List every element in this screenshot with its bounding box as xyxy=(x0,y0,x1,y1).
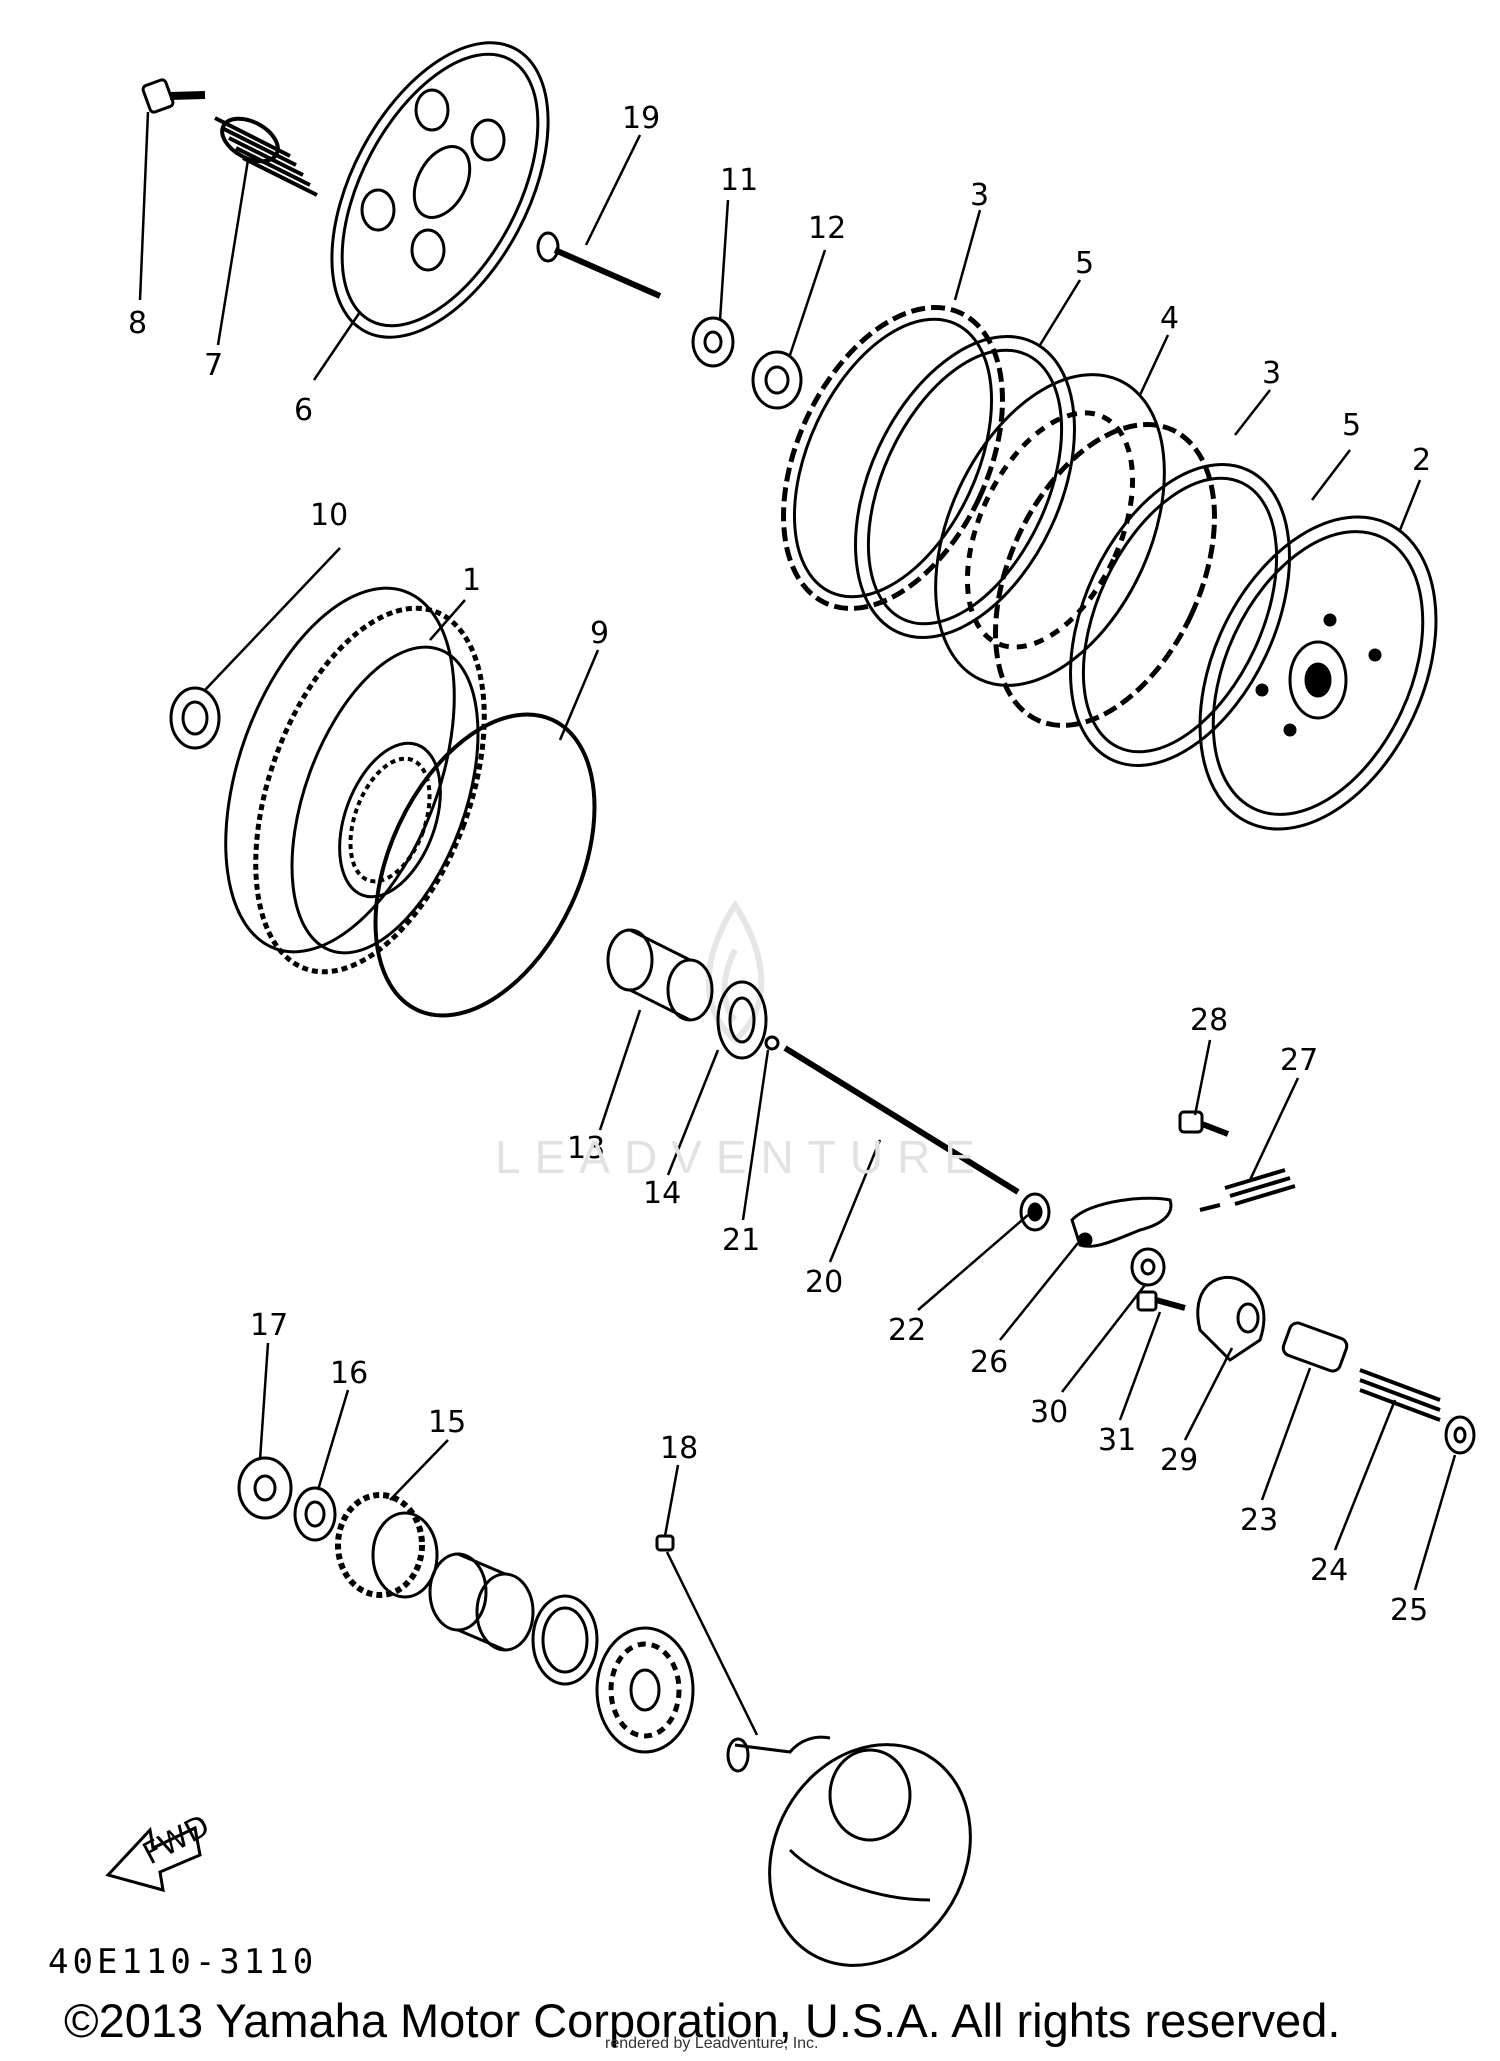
callout-19: 19 xyxy=(622,101,660,136)
part-26-push-lever xyxy=(1070,1196,1173,1248)
diagram-code: 40E110-3110 xyxy=(48,1942,318,1982)
part-1-clutch-housing xyxy=(224,586,487,975)
part-4-clutch-plate-splined xyxy=(934,373,1166,687)
callout-9: 9 xyxy=(590,616,609,651)
part-27-spring xyxy=(1199,1168,1296,1212)
rendered-by-credit: rendered by Leadventure, Inc. xyxy=(605,2035,819,2052)
callout-11: 11 xyxy=(720,163,758,198)
part-29-adjuster-housing xyxy=(1196,1275,1266,1362)
callout-10: 10 xyxy=(310,498,348,533)
fwd-arrow-icon xyxy=(105,1825,202,1893)
callout-14: 14 xyxy=(643,1176,681,1211)
part-22-oil-seal xyxy=(1019,1192,1051,1232)
part-8-bolt xyxy=(141,78,206,114)
ball-bearing xyxy=(595,1626,695,1754)
callout-4: 4 xyxy=(1160,301,1179,336)
part-6-pressure-plate xyxy=(330,41,550,339)
callout-2: 2 xyxy=(1412,443,1431,478)
callout-24: 24 xyxy=(1310,1553,1348,1588)
part-30-nut xyxy=(1130,1247,1166,1287)
part-23-adjusting-screw xyxy=(1281,1321,1349,1373)
part-15-primary-drive-gear xyxy=(335,1492,439,1599)
part-16-washer xyxy=(293,1486,337,1542)
callout-27: 27 xyxy=(1280,1043,1318,1078)
callout-15: 15 xyxy=(428,1405,466,1440)
callout-17: 17 xyxy=(250,1308,288,1343)
callout-8: 8 xyxy=(128,306,147,341)
callout-26: 26 xyxy=(970,1345,1008,1380)
part-5-clutch-plate-front xyxy=(854,335,1076,639)
part-17-nut xyxy=(237,1456,293,1520)
part-12-washer xyxy=(751,350,803,410)
bearing-race xyxy=(531,1594,599,1686)
fwd-label: FWD xyxy=(137,1808,215,1872)
callout-21: 21 xyxy=(722,1223,760,1258)
part-20-push-rod xyxy=(783,1045,1020,1195)
part-13-spacer xyxy=(606,928,714,1022)
part-25-lock-nut xyxy=(1444,1415,1476,1455)
watermark-text: LEADVENTURE xyxy=(495,1131,989,1183)
callout-5a: 5 xyxy=(1075,246,1094,281)
part-3-friction-plate-rear xyxy=(993,422,1217,728)
part-31-screw xyxy=(1136,1290,1186,1312)
callout-30: 30 xyxy=(1030,1395,1068,1430)
copyright-notice: ©2013 Yamaha Motor Corporation, U.S.A. A… xyxy=(64,1994,1341,2047)
collar xyxy=(428,1552,535,1652)
callout-12: 12 xyxy=(808,211,846,246)
callout-7: 7 xyxy=(204,348,223,383)
callout-1: 1 xyxy=(462,563,481,598)
part-10-thrust-washer xyxy=(169,686,221,750)
callout-16: 16 xyxy=(330,1356,368,1391)
callout-22: 22 xyxy=(888,1313,926,1348)
crankshaft xyxy=(726,1735,972,1967)
part-3-friction-plate-front-inner xyxy=(792,317,994,599)
callout-23: 23 xyxy=(1240,1503,1278,1538)
part-7-clutch-spring xyxy=(214,116,318,197)
callout-5b: 5 xyxy=(1342,408,1361,443)
callout-31: 31 xyxy=(1098,1423,1136,1458)
part-24-adjuster-spring xyxy=(1359,1368,1441,1422)
callout-20: 20 xyxy=(805,1265,843,1300)
part-5-clutch-plate-rear xyxy=(1069,463,1291,767)
callout-6: 6 xyxy=(294,393,313,428)
leader-lines xyxy=(138,111,1457,1736)
callout-29: 29 xyxy=(1160,1443,1198,1478)
part-2-clutch-boss xyxy=(1198,515,1438,831)
part-21-ball xyxy=(764,1035,780,1051)
part-3-friction-plate-front xyxy=(781,305,1005,611)
part-11-nut xyxy=(691,316,735,368)
part-18-woodruff-key xyxy=(655,1534,675,1552)
part-9-o-ring xyxy=(373,712,597,1018)
part-14-washer xyxy=(716,980,768,1060)
callout-3a: 3 xyxy=(970,178,989,213)
callout-3b: 3 xyxy=(1262,356,1281,391)
callout-28: 28 xyxy=(1190,1003,1228,1038)
part-28-screw xyxy=(1178,1110,1230,1137)
part-19-push-rod xyxy=(536,231,662,299)
callout-25: 25 xyxy=(1390,1593,1428,1628)
callout-18: 18 xyxy=(660,1431,698,1466)
callout-13: 13 xyxy=(567,1131,605,1166)
